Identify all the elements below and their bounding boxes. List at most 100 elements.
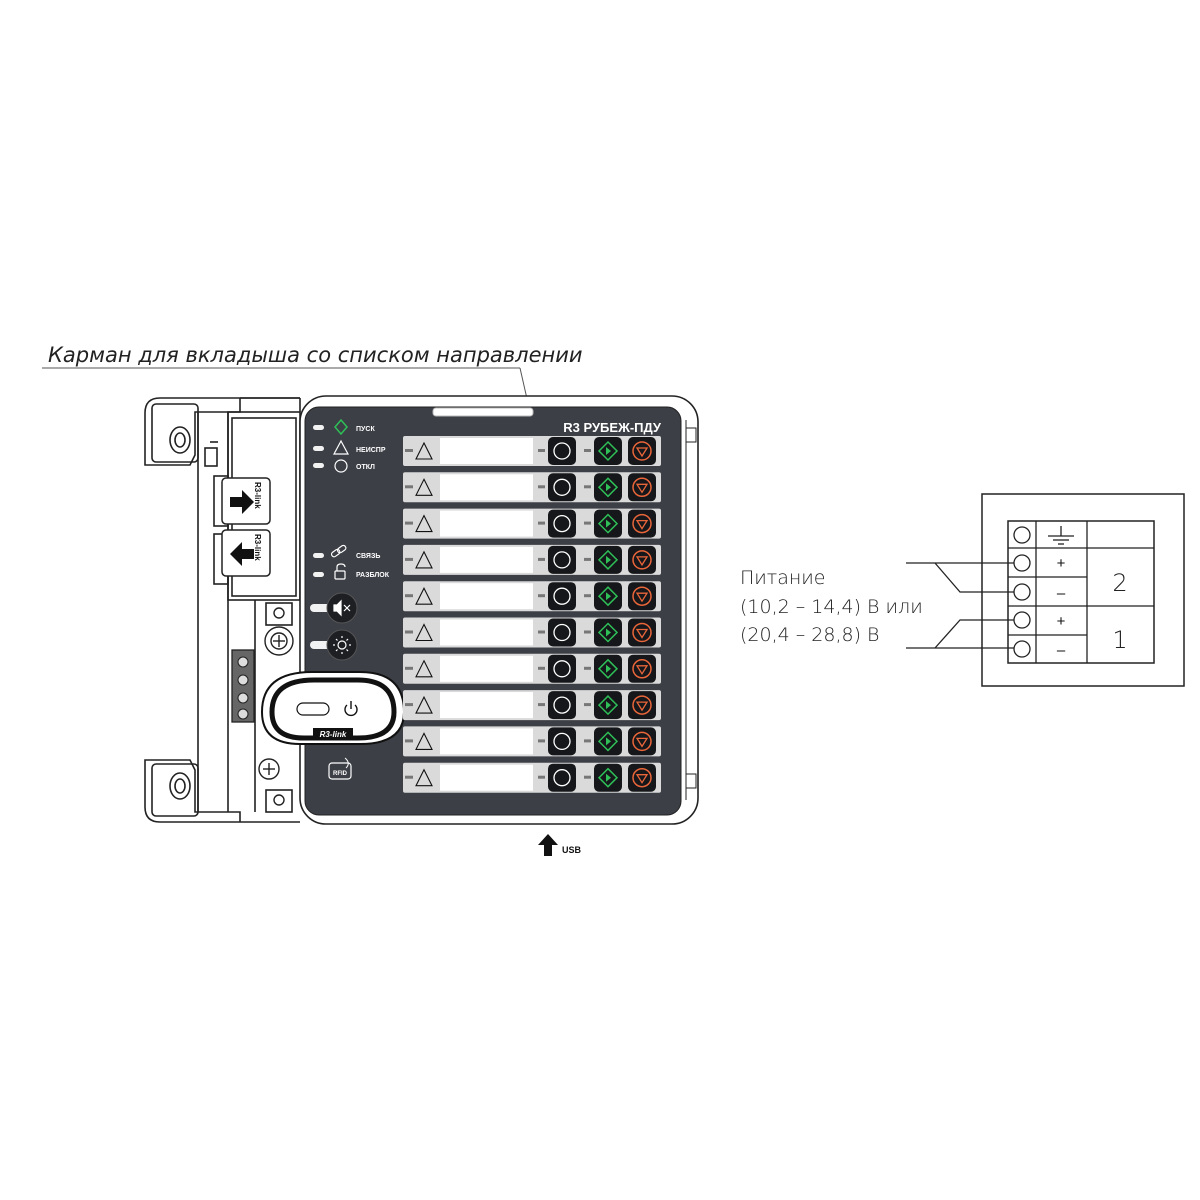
stop-circle-icon — [632, 477, 652, 498]
direction-row — [403, 436, 661, 466]
start-arrow-icon — [606, 664, 611, 673]
direction-off-button[interactable] — [548, 618, 576, 647]
direction-off-button[interactable] — [548, 691, 576, 720]
direction-rows — [403, 436, 661, 793]
link-label-unlock: РАЗБЛОК — [356, 572, 390, 579]
direction-name-field[interactable] — [440, 546, 533, 573]
direction-row — [403, 581, 661, 612]
direction-name-field[interactable] — [440, 619, 533, 646]
usb-port[interactable]: USB — [538, 834, 582, 856]
stop-triangle-icon — [635, 556, 649, 567]
arrow-left-icon — [230, 542, 254, 566]
direction-row — [403, 508, 661, 539]
direction-name-field[interactable] — [440, 728, 533, 755]
off-circle-icon — [553, 442, 571, 460]
direction-stop-button[interactable] — [628, 545, 656, 574]
direction-name-field[interactable] — [440, 510, 533, 537]
direction-row — [403, 690, 661, 721]
ground-icon — [1048, 526, 1074, 545]
direction-name-field[interactable] — [440, 692, 533, 719]
direction-off-led — [538, 775, 545, 779]
direction-off-button[interactable] — [548, 763, 576, 792]
status-indicators: ПУСК НЕИСПР ОТКЛ — [313, 418, 386, 473]
direction-off-button[interactable] — [548, 545, 576, 574]
stop-circle-icon — [632, 513, 652, 534]
start-arrow-icon — [606, 447, 611, 455]
direction-stop-button[interactable] — [628, 691, 656, 720]
start-diamond-icon — [597, 440, 619, 462]
power-range-2: (20,4 – 28,8) В — [740, 624, 880, 646]
direction-stop-button[interactable] — [628, 437, 656, 465]
direction-fault-led — [405, 739, 413, 743]
connector-out-label: R3-link — [253, 534, 262, 561]
connector-out[interactable]: R3-link — [221, 529, 271, 577]
direction-stop-button[interactable] — [628, 654, 656, 683]
off-circle-icon — [553, 732, 571, 751]
direction-name-field[interactable] — [440, 583, 533, 610]
direction-stop-button[interactable] — [628, 618, 656, 647]
start-diamond-icon — [597, 622, 619, 643]
stop-circle-icon — [632, 767, 652, 788]
terminal-sign-plus-1: + — [1057, 613, 1066, 630]
direction-off-button[interactable] — [548, 437, 576, 465]
start-arrow-icon — [606, 773, 611, 782]
direction-stop-button[interactable] — [628, 763, 656, 792]
direction-stop-button[interactable] — [628, 509, 656, 538]
usb-label: USB — [562, 845, 582, 855]
status-led — [313, 463, 324, 468]
direction-name-field[interactable] — [440, 474, 533, 501]
direction-start-led — [584, 449, 591, 452]
power-icon — [344, 701, 358, 717]
direction-off-button[interactable] — [548, 654, 576, 683]
status-label-off: ОТКЛ — [356, 464, 375, 471]
rfid-wave-icon — [344, 757, 349, 769]
off-circle-icon — [553, 587, 571, 605]
rfid-reader[interactable]: RFID — [328, 757, 352, 780]
direction-start-led — [584, 739, 591, 743]
direction-off-button[interactable] — [548, 473, 576, 502]
stop-triangle-icon — [635, 483, 649, 494]
stop-triangle-icon — [635, 447, 649, 458]
direction-row — [403, 544, 661, 575]
mute-sound-icon — [333, 599, 351, 617]
direction-name-field[interactable] — [440, 655, 533, 682]
direction-name-field[interactable] — [440, 764, 533, 791]
mute-button[interactable] — [310, 592, 358, 624]
mount-base — [144, 397, 301, 823]
direction-row — [403, 617, 661, 648]
status-led — [313, 425, 324, 430]
stop-triangle-icon — [635, 592, 649, 603]
direction-off-button[interactable] — [548, 509, 576, 538]
direction-fault-led — [405, 703, 413, 707]
direction-stop-button[interactable] — [628, 582, 656, 611]
direction-start-led — [584, 775, 591, 779]
screw-icon — [258, 607, 294, 806]
direction-off-button[interactable] — [548, 727, 576, 756]
direction-name-field[interactable] — [440, 438, 533, 464]
brightness-button[interactable] — [310, 629, 358, 661]
direction-fault-led — [405, 485, 413, 489]
stop-circle-icon — [632, 441, 652, 461]
direction-row — [403, 472, 661, 503]
arrow-up-icon — [538, 834, 558, 856]
off-circle-icon — [553, 478, 571, 496]
direction-off-led — [538, 594, 545, 598]
pocket-label: Карман для вкладыша со списком направлен… — [48, 343, 583, 367]
stop-circle-icon — [632, 622, 652, 643]
insert-pocket[interactable] — [432, 407, 534, 417]
stop-triangle-icon — [635, 665, 649, 676]
start-diamond-icon — [597, 767, 619, 788]
rlink-module[interactable]: R3-link — [260, 671, 406, 745]
power-wires — [906, 562, 1014, 649]
terminal-group-2: 2 — [1112, 569, 1127, 597]
direction-stop-button[interactable] — [628, 473, 656, 502]
device-title: R3 РУБЕЖ-ПДУ — [563, 420, 662, 435]
start-diamond-icon — [597, 513, 619, 534]
off-circle-icon — [553, 551, 571, 569]
direction-fault-led — [405, 775, 413, 779]
direction-stop-button[interactable] — [628, 727, 656, 756]
direction-start-led — [584, 557, 591, 561]
connector-in[interactable]: R3-link — [221, 477, 271, 525]
warning-triangle-icon — [415, 550, 433, 569]
direction-off-button[interactable] — [548, 582, 576, 611]
